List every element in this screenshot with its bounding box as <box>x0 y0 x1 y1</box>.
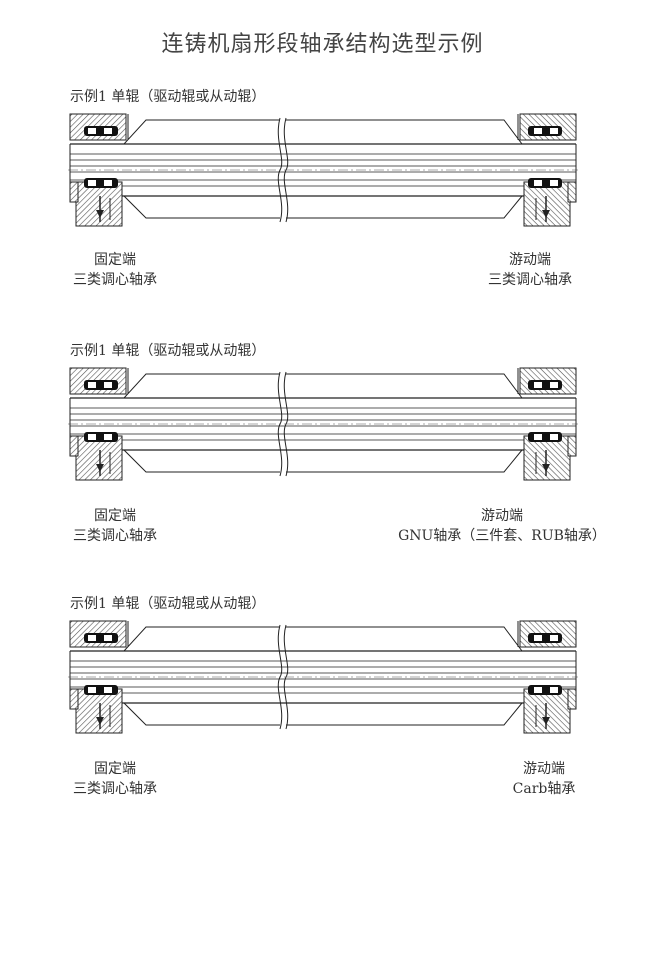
bearing-housing <box>69 620 129 734</box>
bolt-arrow <box>96 464 104 472</box>
roller-highlight <box>550 128 558 134</box>
bolt-arrow <box>542 717 550 725</box>
example-section-2: 示例1 单辊（驱动辊或从动辊） 固定端 三类调心轴承 游动端 GNU轴承（三件套… <box>0 340 645 590</box>
housing-lower <box>75 181 123 227</box>
roller-highlight <box>104 382 112 388</box>
roller-highlight <box>104 128 112 134</box>
example-label: 示例1 单辊（驱动辊或从动辊） <box>70 596 266 612</box>
roller-highlight <box>550 382 558 388</box>
floating-end-name: 游动端 <box>509 252 551 268</box>
roller-highlight <box>534 635 542 641</box>
bearing-housing <box>69 113 129 227</box>
housing-lower <box>523 688 571 734</box>
fixed-end-caption: 固定端 三类调心轴承 <box>60 759 170 799</box>
bolt-arrow <box>96 210 104 218</box>
roller-highlight <box>534 434 542 440</box>
roller-highlight <box>104 687 112 693</box>
housing-lower-flange <box>567 688 577 710</box>
housing-lower-flange <box>69 435 79 457</box>
fixed-end-bearing: 三类调心轴承 <box>73 272 157 288</box>
fixed-end-caption: 固定端 三类调心轴承 <box>60 506 170 546</box>
floating-end-name: 游动端 <box>523 761 565 777</box>
bolt-arrow <box>96 717 104 725</box>
roller-highlight <box>550 687 558 693</box>
floating-end-caption: 游动端 GNU轴承（三件套、RUB轴承） <box>382 506 622 546</box>
example-section-3: 示例1 单辊（驱动辊或从动辊） 固定端 三类调心轴承 游动端 Carb轴承 <box>0 593 645 843</box>
fixed-end-bearing: 三类调心轴承 <box>73 781 157 797</box>
bearing-housing <box>517 620 577 734</box>
roller-highlight <box>550 434 558 440</box>
roller-highlight <box>88 180 96 186</box>
roller-highlight <box>88 635 96 641</box>
housing-lower-flange <box>567 181 577 203</box>
roller-highlight <box>88 687 96 693</box>
roller-highlight <box>88 382 96 388</box>
floating-end-bearing: Carb轴承 <box>512 781 576 797</box>
housing-lower-flange <box>567 435 577 457</box>
bearing-housing <box>517 367 577 481</box>
bolt-arrow <box>542 464 550 472</box>
roll-barrel-outline <box>123 119 523 219</box>
roller-highlight <box>534 180 542 186</box>
housing-lower <box>523 181 571 227</box>
bearing-housing <box>69 367 129 481</box>
fixed-end-caption: 固定端 三类调心轴承 <box>60 250 170 290</box>
fixed-end-bearing: 三类调心轴承 <box>73 528 157 544</box>
bolt-arrow <box>542 210 550 218</box>
housing-lower <box>75 435 123 481</box>
housing-lower-flange <box>69 688 79 710</box>
bearing-housing <box>517 113 577 227</box>
roll-barrel-outline <box>123 626 523 726</box>
roll-barrel-outline <box>123 373 523 473</box>
fixed-end-name: 固定端 <box>94 252 136 268</box>
roll-assembly-drawing <box>68 367 578 481</box>
roller-highlight <box>88 128 96 134</box>
roller-highlight <box>88 434 96 440</box>
roller-highlight <box>104 180 112 186</box>
floating-end-bearing: 三类调心轴承 <box>488 272 572 288</box>
roller-highlight <box>104 434 112 440</box>
housing-lower-flange <box>69 181 79 203</box>
fixed-end-name: 固定端 <box>94 508 136 524</box>
roller-highlight <box>550 635 558 641</box>
example-label: 示例1 单辊（驱动辊或从动辊） <box>70 343 266 359</box>
roll-assembly-drawing <box>68 113 578 227</box>
page-title: 连铸机扇形段轴承结构选型示例 <box>161 32 484 57</box>
floating-end-caption: 游动端 Carb轴承 <box>494 759 594 799</box>
fixed-end-name: 固定端 <box>94 761 136 777</box>
roller-highlight <box>104 635 112 641</box>
housing-lower <box>523 435 571 481</box>
roller-highlight <box>534 382 542 388</box>
floating-end-caption: 游动端 三类调心轴承 <box>470 250 590 290</box>
roller-highlight <box>534 128 542 134</box>
floating-end-bearing: GNU轴承（三件套、RUB轴承） <box>398 528 606 544</box>
roll-assembly-drawing <box>68 620 578 734</box>
housing-lower <box>75 688 123 734</box>
roller-highlight <box>550 180 558 186</box>
floating-end-name: 游动端 <box>481 508 523 524</box>
example-label: 示例1 单辊（驱动辊或从动辊） <box>70 89 266 105</box>
roller-highlight <box>534 687 542 693</box>
example-section-1: 示例1 单辊（驱动辊或从动辊） 固定端 三类调心轴承 游动端 三类调心轴承 <box>0 86 645 336</box>
